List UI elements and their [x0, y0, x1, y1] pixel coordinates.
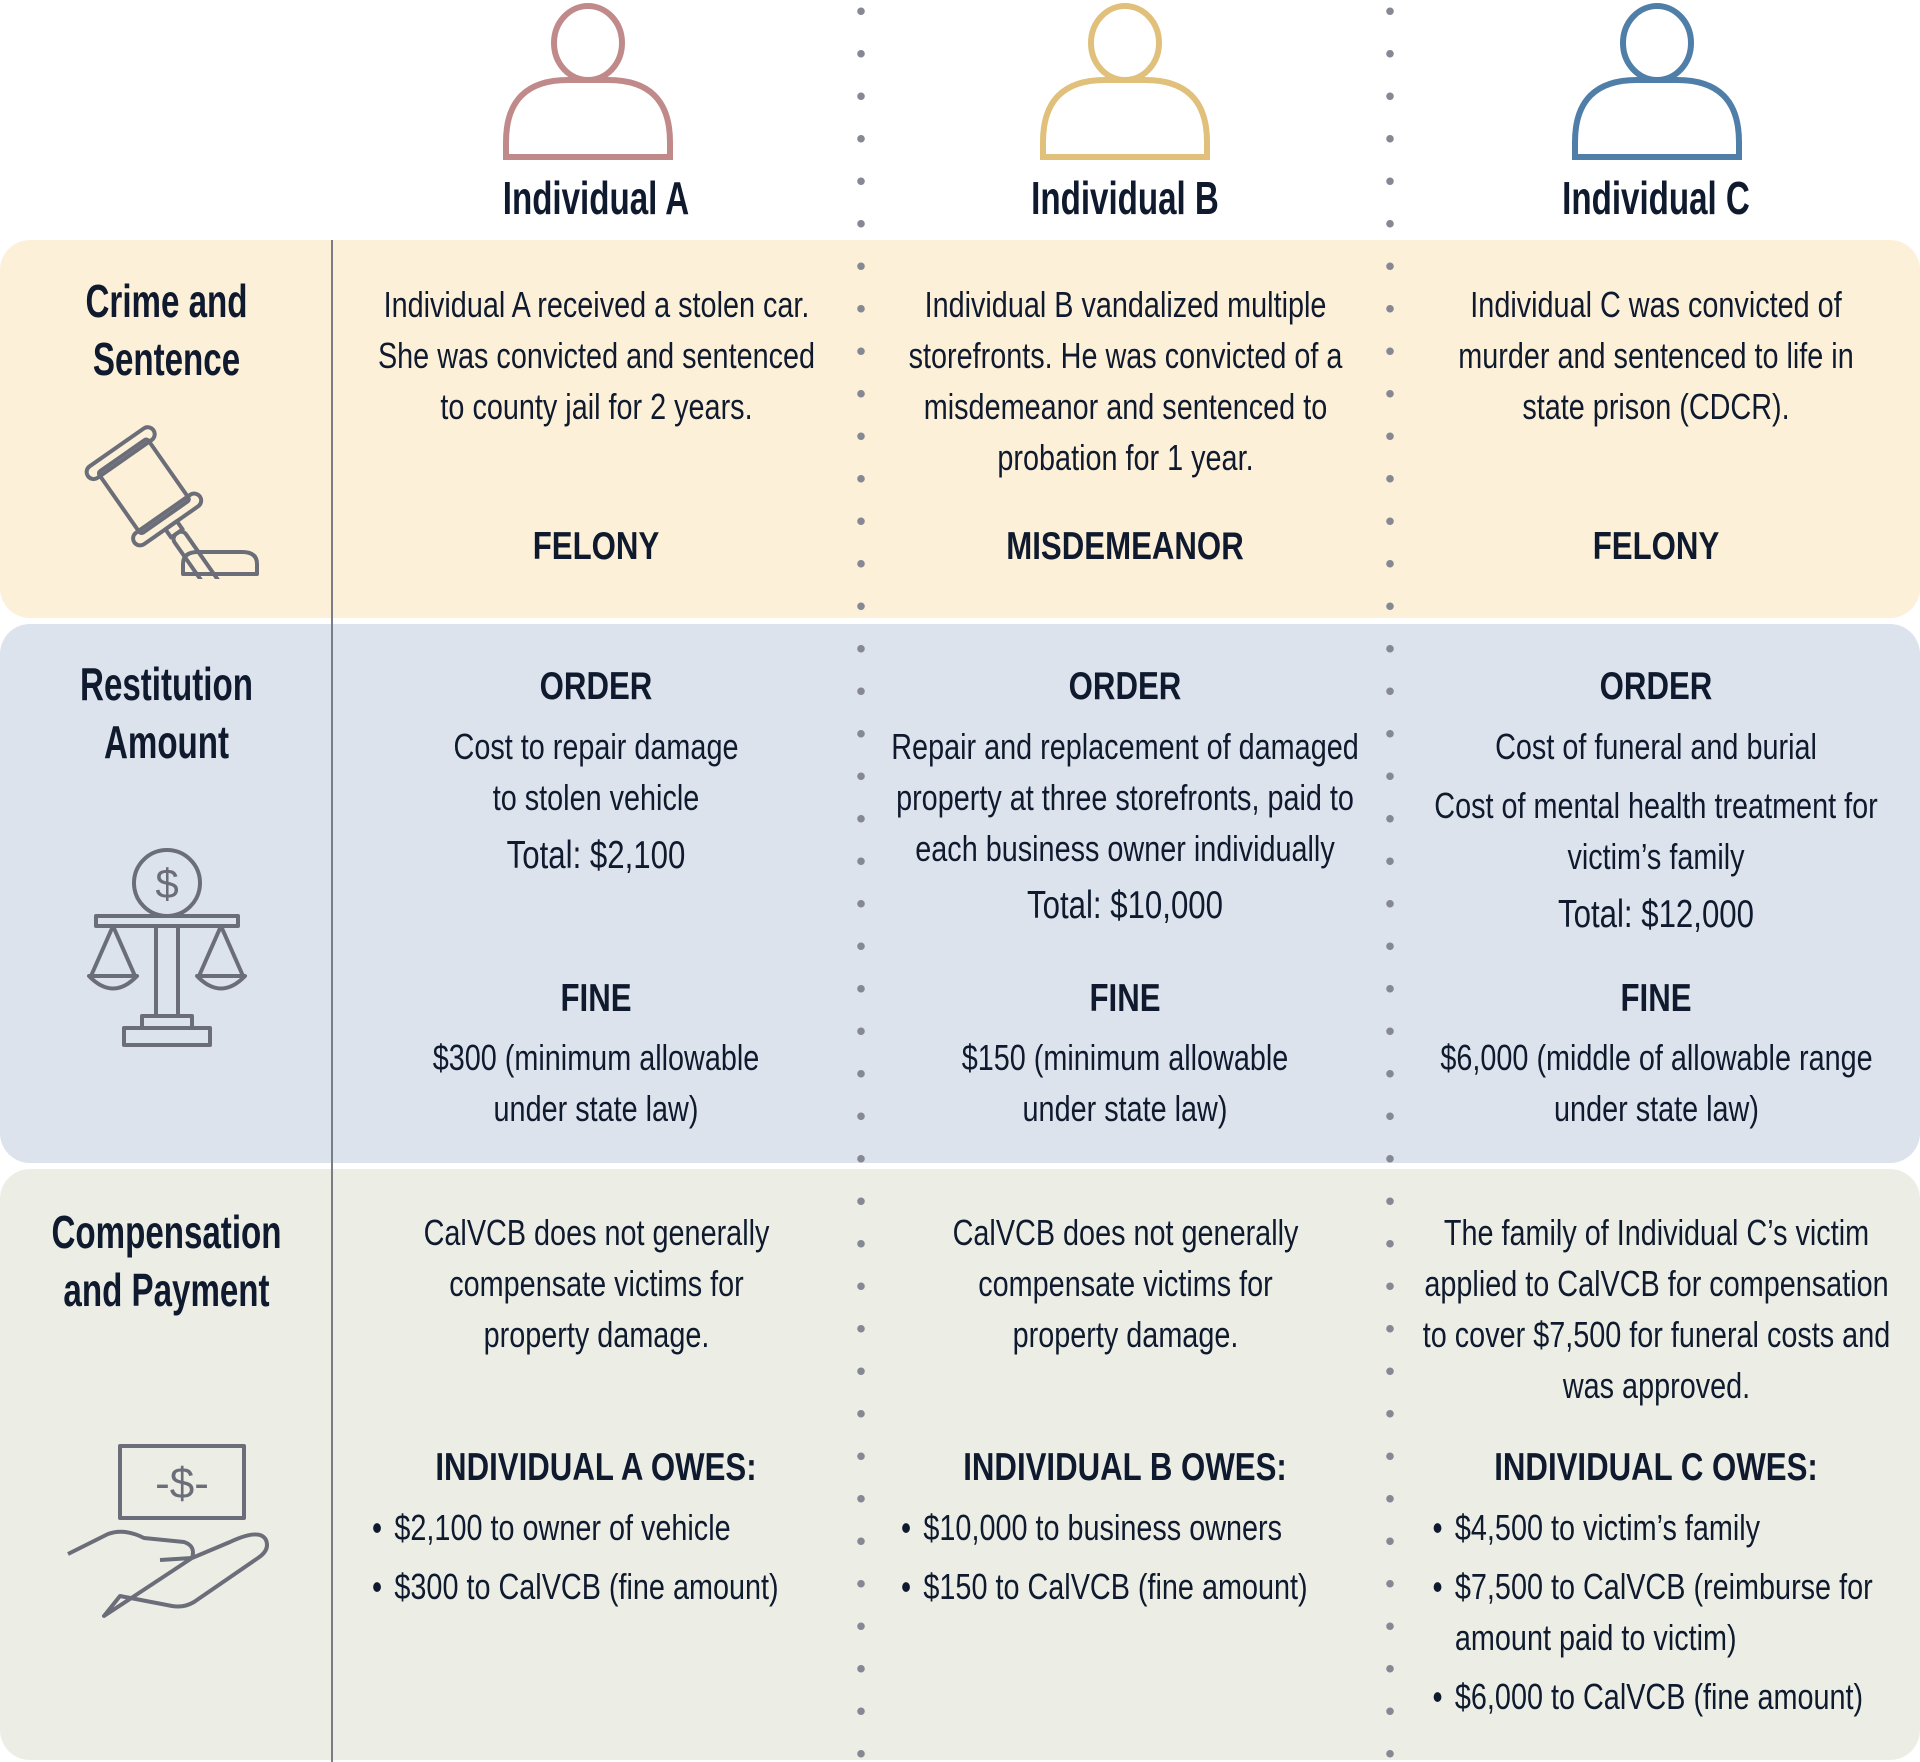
crime-description: Individual B vandalized multiple storefr… — [908, 284, 1342, 478]
individual-title: Individual C — [1562, 172, 1750, 224]
classification: MISDEMEANOR — [1006, 525, 1244, 568]
order-total: Total: $10,000 — [1026, 884, 1224, 927]
owes-item: $10,000 to business owners — [901, 1502, 1389, 1553]
owes-item: $4,500 to victim’s family — [1432, 1502, 1900, 1553]
owes-heading: INDIVIDUAL A OWES: — [435, 1446, 757, 1489]
fine-amount: $300 (minimum allowable under state law) — [432, 1037, 760, 1129]
crime-and-sentence-row — [0, 240, 1920, 618]
person-icon — [1572, 3, 1742, 160]
owes-item: $7,500 to CalVCB (reimburse for amount p… — [1432, 1561, 1900, 1663]
crime-description: Individual A received a stolen car. She … — [377, 284, 815, 427]
crime-description: Individual C was convicted of murder and… — [1458, 284, 1854, 427]
compensation-description: The family of Individual C’s victim appl… — [1422, 1212, 1890, 1406]
owes-heading: INDIVIDUAL B OWES: — [963, 1446, 1287, 1489]
svg-text:$: $ — [155, 860, 178, 907]
person-icon — [503, 3, 673, 160]
owes-list: $10,000 to business owners $150 to CalVC… — [861, 1502, 1389, 1620]
order-total: Total: $12,000 — [1557, 893, 1755, 936]
owes-heading: INDIVIDUAL C OWES: — [1494, 1446, 1818, 1489]
fine-heading: FINE — [1089, 977, 1161, 1020]
fine-heading: FINE — [1620, 977, 1692, 1020]
classification: FELONY — [1592, 525, 1720, 568]
gavel-icon — [84, 425, 259, 579]
order-heading: ORDER — [539, 665, 653, 708]
owes-list: $4,500 to victim’s family $7,500 to CalV… — [1392, 1502, 1920, 1730]
column-divider — [1385, 0, 1395, 1762]
classification: FELONY — [532, 525, 660, 568]
order-item: Cost of funeral and burial — [1495, 726, 1817, 767]
svg-text:-$-: -$- — [155, 1459, 209, 1508]
order-item: Cost of mental health treatment for vict… — [1434, 785, 1878, 877]
order-total: Total: $2,100 — [506, 834, 686, 877]
column-individual-a: Individual A Individual A received a sto… — [332, 0, 860, 1762]
order-item: Repair and replacement of damaged proper… — [891, 726, 1359, 869]
scales-dollar-icon: $ — [87, 848, 247, 1047]
label-divider — [331, 240, 333, 1762]
owes-item: $300 to CalVCB (fine amount) — [372, 1561, 860, 1612]
owes-item: $150 to CalVCB (fine amount) — [901, 1561, 1389, 1612]
restitution-amount-row — [0, 624, 1920, 1163]
fine-heading: FINE — [560, 977, 632, 1020]
hand-money-icon: -$- — [67, 1444, 269, 1618]
compensation-description: CalVCB does not generally compensate vic… — [423, 1212, 769, 1355]
column-divider — [856, 0, 866, 1762]
owes-item: $6,000 to CalVCB (fine amount) — [1432, 1671, 1900, 1722]
person-icon — [1040, 3, 1210, 160]
order-heading: ORDER — [1599, 665, 1713, 708]
compensation-description: CalVCB does not generally compensate vic… — [952, 1212, 1298, 1355]
owes-list: $2,100 to owner of vehicle $300 to CalVC… — [332, 1502, 860, 1620]
column-individual-b: Individual B Individual B vandalized mul… — [861, 0, 1389, 1762]
owes-item: $2,100 to owner of vehicle — [372, 1502, 860, 1553]
fine-amount: $6,000 (middle of allowable range under … — [1439, 1037, 1873, 1129]
individual-title: Individual A — [502, 172, 690, 224]
order-heading: ORDER — [1068, 665, 1182, 708]
column-individual-c: Individual C Individual C was convicted … — [1392, 0, 1920, 1762]
fine-amount: $150 (minimum allowable under state law) — [961, 1037, 1289, 1129]
order-item: Cost to repair damage to stolen vehicle — [453, 726, 739, 818]
individual-title: Individual B — [1031, 172, 1219, 224]
